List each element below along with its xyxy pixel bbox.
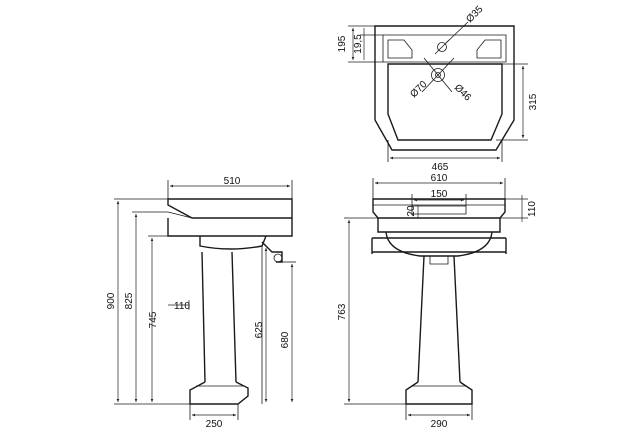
basin-inner-bowl (387, 63, 503, 141)
dim-label-510: 510 (224, 176, 241, 187)
dim-label-d46: Ø46 (452, 82, 473, 103)
dim-label-195: 195 (337, 35, 348, 52)
front-pedestal-base (405, 381, 473, 405)
basin-outer-outline (374, 25, 515, 151)
front-basin-rim (372, 198, 506, 219)
side-pedestal (201, 251, 237, 383)
dim-label-d70: Ø70 (408, 79, 429, 100)
front-tap-deck (411, 205, 467, 215)
dim-label-465: 465 (432, 162, 449, 173)
dim-label-625: 625 (254, 321, 265, 338)
side-basin-body (167, 218, 293, 237)
dim-label-110-front: 110 (527, 201, 538, 217)
side-view: 510 900 825 745 110 625 680 250 (106, 176, 296, 430)
front-pedestal (417, 255, 461, 383)
front-bowl-underside (385, 231, 493, 257)
waste-outlet (421, 57, 455, 93)
dim-label-763: 763 (337, 303, 348, 320)
plan-view: 195 19,5 Ø35 Ø70 Ø46 315 465 (337, 4, 539, 173)
dim-label-825: 825 (124, 292, 135, 309)
side-pedestal-base (189, 381, 249, 405)
dim-label-19-5: 19,5 (353, 34, 364, 54)
dim-label-150: 150 (431, 189, 448, 200)
side-waste-trap (261, 241, 283, 263)
front-basin-body (377, 218, 501, 233)
side-basin-top (167, 198, 293, 219)
dim-label-290: 290 (431, 419, 448, 430)
dim-label-680: 680 (280, 331, 291, 348)
front-pedestal-top-notch (429, 256, 449, 265)
deck-left-notch (387, 39, 413, 59)
dim-label-745: 745 (148, 311, 159, 328)
front-view: 610 150 20 110 763 290 (337, 173, 538, 430)
dim-label-315: 315 (528, 93, 539, 110)
side-basin-underside (199, 235, 267, 250)
dim-label-610: 610 (431, 173, 448, 184)
dim-label-900: 900 (106, 292, 117, 309)
dim-label-d35: Ø35 (464, 4, 485, 25)
dim-label-250: 250 (206, 419, 223, 430)
basin-back-deck (382, 34, 507, 63)
front-towel-rail (371, 237, 507, 254)
dim-label-20: 20 (406, 205, 417, 217)
dim-label-110: 110 (174, 301, 190, 312)
deck-right-notch (476, 39, 502, 59)
